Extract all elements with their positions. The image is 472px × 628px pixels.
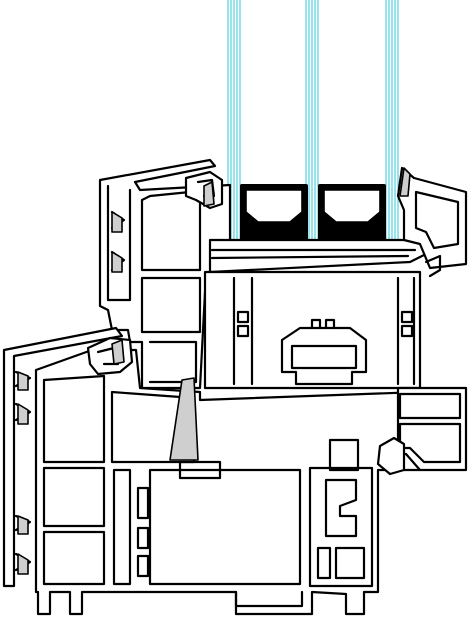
frame-right-lower xyxy=(376,386,468,476)
insulating-glass-spacers xyxy=(240,184,386,240)
frame-right-sq1 xyxy=(316,546,332,580)
sash-chamber-c xyxy=(148,340,198,384)
sash-outer-seal-1 xyxy=(111,211,123,233)
frame-chamber-left-low xyxy=(42,530,106,586)
frame-col-sq3 xyxy=(136,554,150,578)
frame-col-sq2 xyxy=(136,526,150,550)
frame-chamber-col1 xyxy=(112,468,132,586)
sash-outer-seal-2 xyxy=(111,251,123,273)
frame-right-sq2 xyxy=(334,546,366,580)
triple-glazing xyxy=(227,0,399,240)
sq-right-2 xyxy=(400,324,414,338)
frame-outer-seal-2 xyxy=(17,403,29,425)
frame-main-body xyxy=(34,348,422,616)
bead-right-inner xyxy=(414,190,460,250)
frame-outer-seal-4 xyxy=(17,553,29,575)
sash-outer-chamber xyxy=(106,184,132,302)
center-gasket xyxy=(169,377,199,461)
frame-chamber-center xyxy=(148,468,302,586)
notch-a xyxy=(310,318,322,330)
frame-chamber-right-detail xyxy=(324,478,358,538)
frame-hook-left xyxy=(86,336,134,376)
frame-chamber-left-mid xyxy=(42,466,106,528)
spacer-frame-2 xyxy=(323,189,381,223)
frame-right-hook xyxy=(376,436,406,476)
frame-seal-left xyxy=(111,339,125,365)
glass-pane-lines xyxy=(227,0,399,240)
frame-outer-seal-3 xyxy=(17,515,29,535)
rebate-line-2 xyxy=(210,254,410,260)
bead-seal-right xyxy=(399,167,411,197)
sq-left-2 xyxy=(236,324,250,338)
sash-chamber-b xyxy=(140,276,202,334)
frame-right-body xyxy=(396,386,468,472)
notch-b xyxy=(324,318,336,330)
sq-left-1 xyxy=(236,310,250,324)
bead-right-hook xyxy=(424,254,442,278)
frame-col-sq1 xyxy=(136,486,150,520)
spacer-frame-1 xyxy=(245,189,303,223)
sash-seal-left xyxy=(203,181,215,207)
sash-rebate xyxy=(203,238,428,390)
frame-right-chamber1 xyxy=(398,392,462,420)
frame-tab-left xyxy=(178,460,222,480)
pane-inner xyxy=(385,0,399,240)
sq-right-1 xyxy=(400,310,414,324)
t-slot-inner xyxy=(290,344,358,370)
frame-chamber-left xyxy=(42,374,106,464)
frame-outer-seal-1 xyxy=(17,371,29,391)
frame-tab-right xyxy=(328,438,360,472)
frame-outer-left xyxy=(2,326,124,588)
frame-chamber-right xyxy=(308,466,374,588)
right-glazing-bead xyxy=(396,166,468,278)
frame-bottom-slot xyxy=(234,590,304,608)
